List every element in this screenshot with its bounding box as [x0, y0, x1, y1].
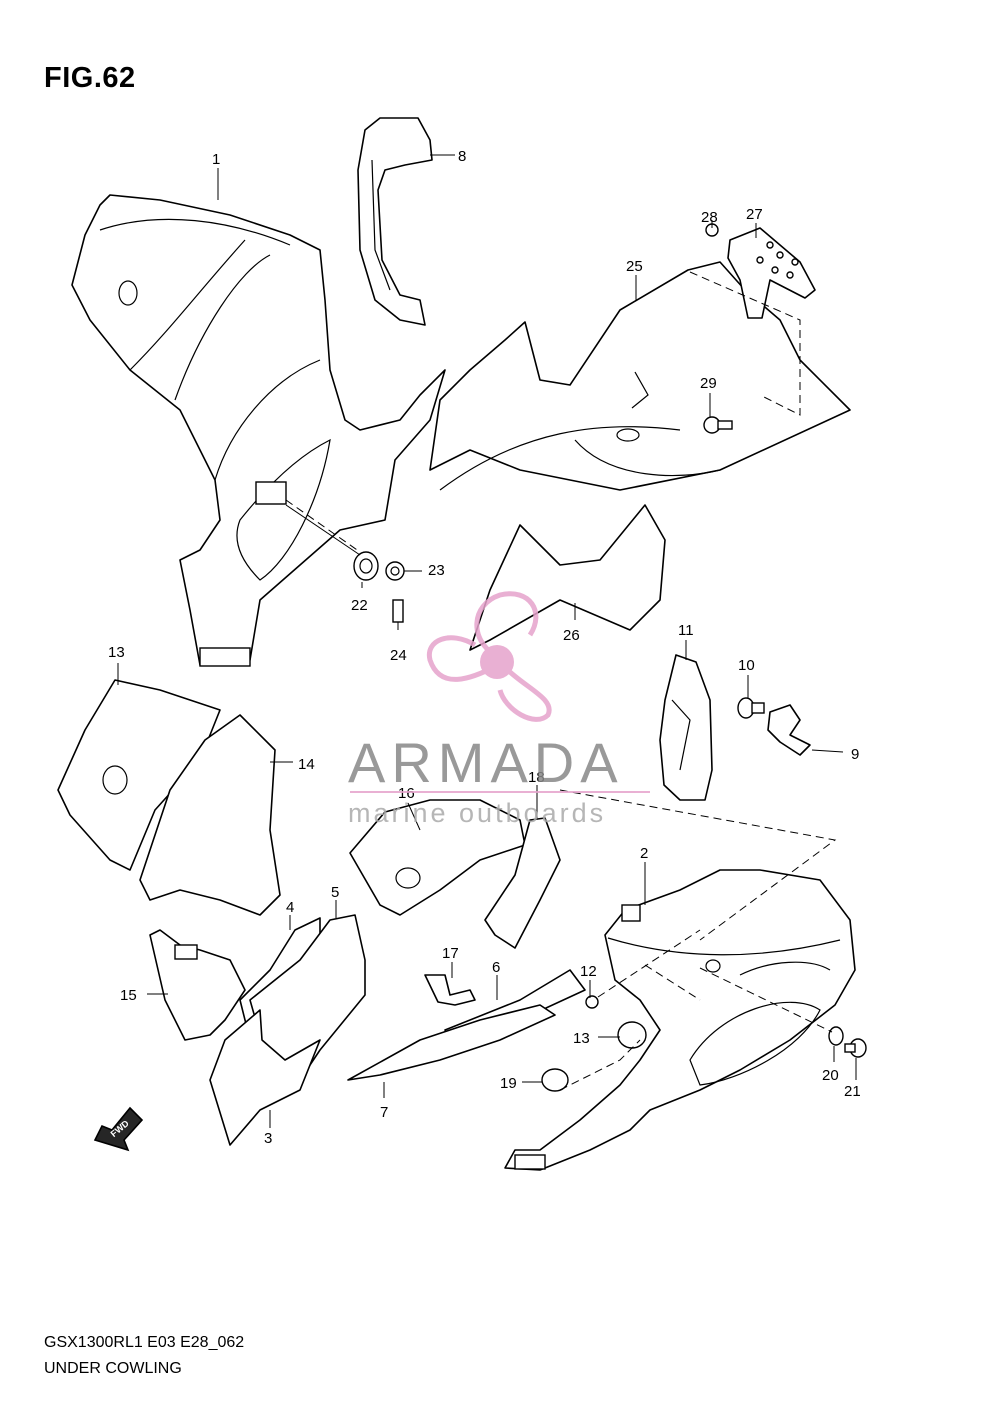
figure-title: FIG.62	[44, 62, 136, 94]
figure-footer: GSX1300RL1 E03 E28_062 UNDER COWLING	[44, 1330, 244, 1382]
part-22-grommet	[353, 551, 379, 581]
callout-28: 28	[701, 209, 718, 226]
callout-22: 22	[351, 597, 368, 614]
propeller-icon	[426, 591, 552, 722]
callout-11: 11	[678, 622, 694, 639]
callout-12: 12	[580, 963, 597, 980]
part-21-bolt	[844, 1038, 867, 1058]
callout-20: 20	[822, 1067, 839, 1084]
callout-2: 2	[640, 845, 648, 862]
callout-16: 16	[398, 785, 415, 802]
part-27-bracket-plate	[727, 227, 816, 319]
part-20-washer	[828, 1026, 844, 1046]
callout-5: 5	[331, 884, 339, 901]
part-1-inner-cowling	[71, 194, 446, 667]
callout-15: 15	[120, 987, 137, 1004]
callout-7: 7	[380, 1104, 388, 1121]
watermark-divider	[350, 791, 650, 793]
part-17-tube	[424, 974, 476, 1006]
callout-21: 21	[844, 1083, 861, 1100]
watermark-brand: ARMADA	[348, 731, 624, 794]
part-12-screw	[585, 995, 599, 1009]
part-11-trim	[659, 654, 713, 801]
callout-1: 1	[212, 151, 220, 168]
callout-26: 26	[563, 627, 580, 644]
callout-19: 19	[500, 1075, 517, 1092]
part-24-bolt	[392, 599, 404, 623]
part-3-panel	[209, 1009, 321, 1146]
part-7-sheet	[347, 1004, 556, 1081]
callout-17: 17	[442, 945, 459, 962]
part-25-side-panel	[429, 261, 851, 491]
callout-25: 25	[626, 258, 643, 275]
part-9-clip	[767, 704, 811, 756]
callout-18: 18	[528, 769, 545, 786]
figure-name: UNDER COWLING	[44, 1360, 182, 1377]
callout-3: 3	[264, 1130, 272, 1147]
callout-9: 9	[851, 746, 859, 763]
part-10-clip	[737, 697, 765, 719]
part-19-grommet	[541, 1068, 569, 1092]
part-14-panel	[139, 714, 281, 916]
callout-14: 14	[298, 756, 315, 773]
leader-lines	[117, 154, 857, 1128]
callout-29: 29	[700, 375, 717, 392]
callout-27: 27	[746, 206, 763, 223]
callout-23: 23	[428, 562, 445, 579]
assembly-dashed-lines	[285, 271, 837, 1091]
watermark-tagline: marine outboards	[348, 798, 606, 828]
callout-labels: 1 8 28 27 25 29 23 22 24 26 11 10 9 13 1…	[108, 148, 861, 1147]
part-2-lower-cowling	[504, 869, 856, 1171]
part-15-panel	[149, 929, 246, 1041]
callout-8: 8	[458, 148, 466, 165]
callout-10: 10	[738, 657, 755, 674]
figure-code: GSX1300RL1 E03 E28_062	[44, 1334, 245, 1351]
callout-13b: 13	[573, 1030, 590, 1047]
callout-24: 24	[390, 647, 407, 664]
callout-4: 4	[286, 899, 294, 916]
fwd-arrow-icon: FWD	[93, 1106, 144, 1152]
part-29-screw	[703, 416, 733, 434]
part-13-grommet	[617, 1021, 647, 1049]
callout-6: 6	[492, 959, 500, 976]
part-18-cover	[484, 817, 561, 949]
watermark-logo: ARMADA marine outboards	[348, 591, 650, 828]
part-8-bracket	[357, 117, 433, 326]
part-23-nut	[385, 561, 405, 581]
part-26-sheet	[469, 504, 666, 651]
callout-13a: 13	[108, 644, 125, 661]
